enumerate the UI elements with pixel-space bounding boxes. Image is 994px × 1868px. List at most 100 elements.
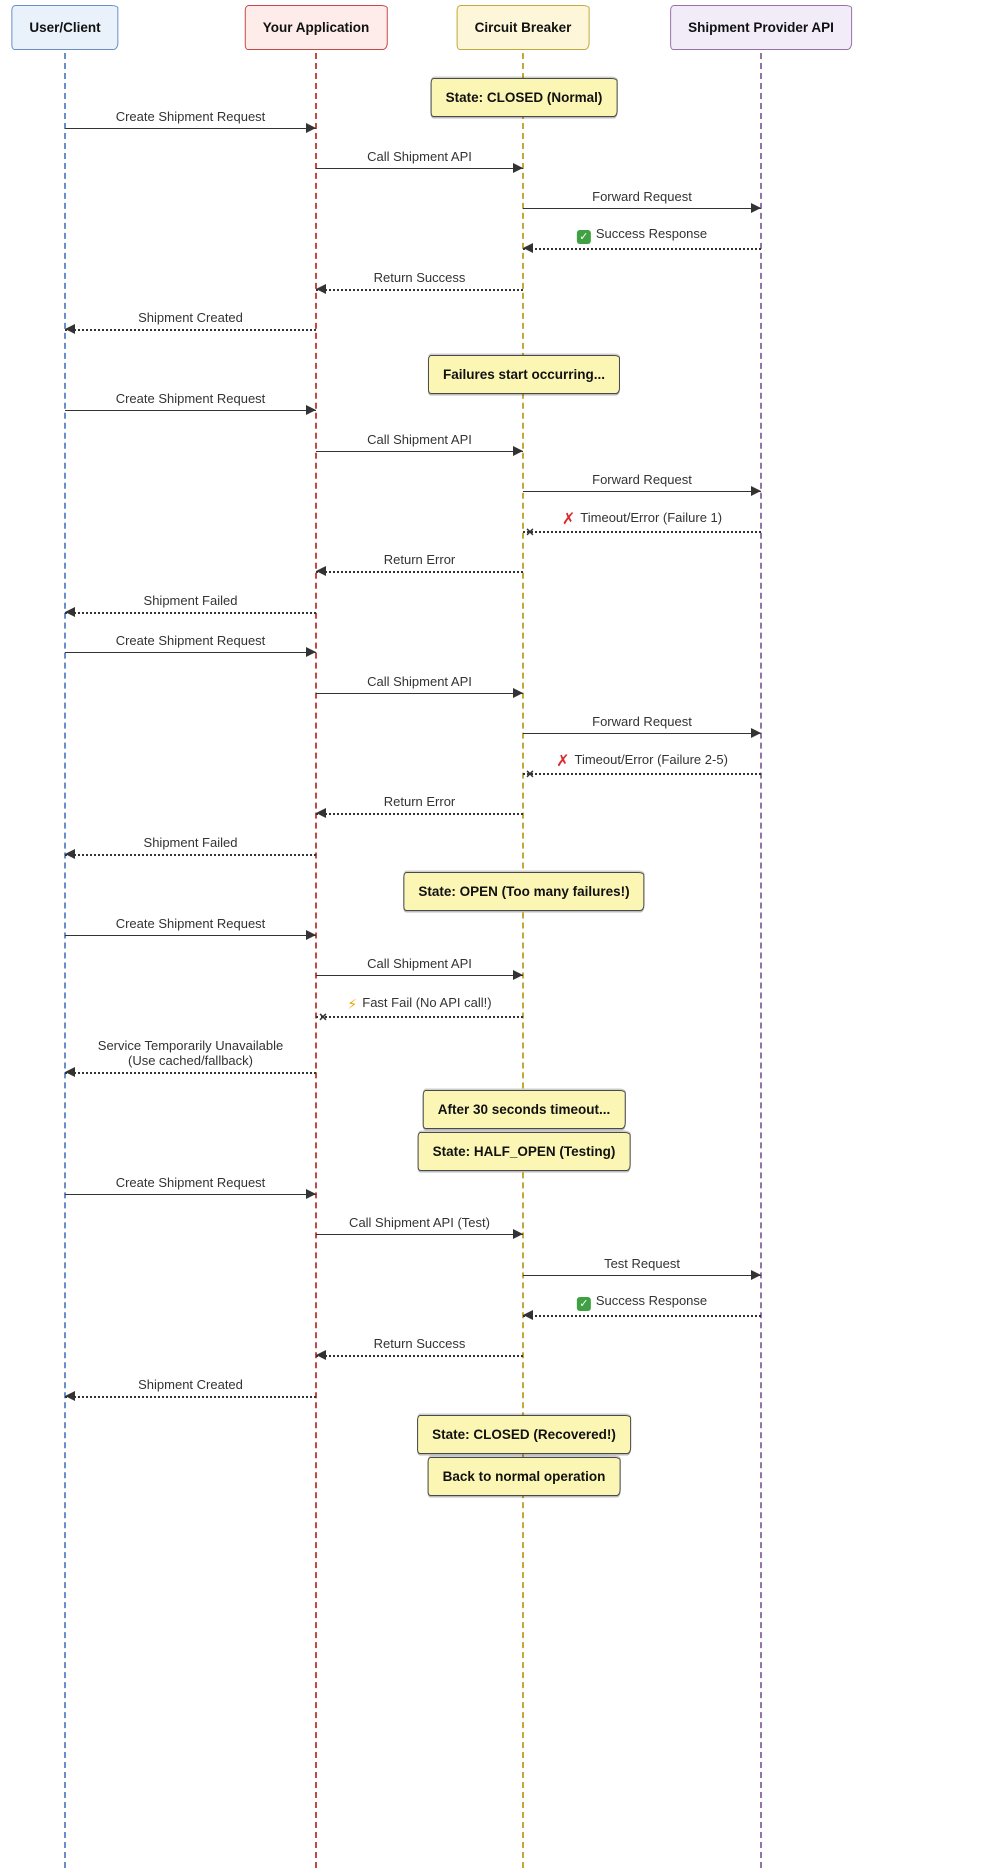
state-note: State: CLOSED (Recovered!)	[417, 1415, 631, 1454]
arrowhead-icon	[65, 849, 75, 859]
message-text: Shipment Failed	[143, 593, 238, 608]
message-label: Test Request	[604, 1256, 680, 1271]
message-line	[523, 491, 761, 492]
message-label: Create Shipment Request	[116, 916, 266, 931]
lifeline-cb	[522, 53, 524, 1868]
message-label: Shipment Created	[138, 1377, 243, 1392]
message-line	[65, 410, 316, 411]
message-line	[523, 531, 761, 533]
message-line	[316, 1016, 523, 1018]
message-text: Create Shipment Request	[115, 1175, 266, 1190]
message-line	[316, 1234, 523, 1235]
message-line	[523, 248, 761, 250]
arrowhead-icon	[523, 243, 533, 253]
message-text: Test Request	[604, 1256, 680, 1271]
check-icon: ✓	[576, 1297, 591, 1311]
message-line	[316, 813, 523, 815]
message-label: Return Success	[374, 1336, 466, 1351]
message-line	[65, 1396, 316, 1398]
message-line	[65, 652, 316, 653]
participant-user: User/Client	[11, 5, 119, 50]
arrowhead-icon	[751, 728, 761, 738]
arrowhead-icon	[523, 1310, 533, 1320]
arrowhead-icon	[751, 203, 761, 213]
message-text: Call Shipment API	[367, 432, 472, 447]
message-text: Success Response	[595, 226, 708, 241]
message-text: Call Shipment API (Test)	[349, 1215, 490, 1230]
message-line	[316, 975, 523, 976]
message-label: Return Success	[374, 270, 466, 285]
arrowhead-icon	[513, 1229, 523, 1239]
message-line	[316, 1355, 523, 1357]
message-text: Call Shipment API	[367, 674, 472, 689]
cross-end-icon: ×	[525, 523, 535, 540]
message-line	[65, 1072, 316, 1074]
arrowhead-icon	[316, 808, 326, 818]
message-line	[523, 1275, 761, 1276]
message-label: Create Shipment Request	[116, 633, 266, 648]
arrowhead-icon	[306, 123, 316, 133]
message-label: ✗ Timeout/Error (Failure 2-5)	[556, 752, 728, 770]
message-text: Create Shipment Request	[115, 633, 266, 648]
lifeline-app	[315, 53, 317, 1868]
message-label: Shipment Failed	[144, 835, 238, 850]
arrowhead-icon	[306, 405, 316, 415]
participant-app: Your Application	[244, 5, 388, 50]
message-line	[316, 168, 523, 169]
lifeline-user	[64, 53, 66, 1868]
arrowhead-icon	[306, 930, 316, 940]
message-line	[65, 612, 316, 614]
message-text: Shipment Created	[138, 310, 243, 325]
message-label: ✓ Success Response	[576, 1293, 708, 1311]
message-label: Create Shipment Request	[116, 1175, 266, 1190]
arrowhead-icon	[513, 970, 523, 980]
message-label: ✗Timeout/Error (Failure 1)	[562, 510, 722, 528]
message-text: Success Response	[595, 1293, 708, 1308]
arrowhead-icon	[306, 1189, 316, 1199]
message-text: Return Success	[373, 1336, 466, 1351]
message-line	[316, 693, 523, 694]
message-label: Create Shipment Request	[116, 391, 266, 406]
message-line	[316, 571, 523, 573]
state-note: State: OPEN (Too many failures!)	[403, 872, 645, 911]
message-line	[523, 1315, 761, 1317]
message-label: Shipment Failed	[144, 593, 238, 608]
message-label: Forward Request	[592, 189, 692, 204]
arrowhead-icon	[65, 607, 75, 617]
arrowhead-icon	[513, 688, 523, 698]
message-text: Create Shipment Request	[115, 391, 266, 406]
message-line	[523, 773, 761, 775]
message-text: Timeout/Error (Failure 2-5)	[574, 752, 728, 767]
message-text-line2: (Use cached/fallback)	[127, 1053, 253, 1068]
message-text: Shipment Created	[138, 1377, 243, 1392]
cross-icon: ✗	[556, 753, 570, 770]
message-label: Return Error	[384, 552, 456, 567]
message-label: Shipment Created	[138, 310, 243, 325]
message-label: Call Shipment API (Test)	[349, 1215, 490, 1230]
message-text: Service Temporarily Unavailable	[97, 1038, 284, 1053]
message-label: ✓ Success Response	[576, 226, 708, 244]
message-text: Forward Request	[592, 714, 692, 729]
message-line	[316, 451, 523, 452]
arrowhead-icon	[751, 486, 761, 496]
arrowhead-icon	[316, 1350, 326, 1360]
message-label: Return Error	[384, 794, 456, 809]
message-text: Shipment Failed	[143, 835, 238, 850]
message-text: Create Shipment Request	[115, 109, 266, 124]
message-label: Call Shipment API	[367, 674, 472, 689]
state-note: State: CLOSED (Normal)	[430, 78, 618, 117]
state-note: Failures start occurring...	[427, 355, 621, 394]
message-text: Fast Fail (No API call!)	[362, 995, 492, 1010]
cross-end-icon: ×	[525, 765, 535, 782]
message-text: Return Error	[383, 794, 456, 809]
check-icon: ✓	[576, 230, 591, 244]
message-line	[523, 208, 761, 209]
message-label: Call Shipment API	[367, 432, 472, 447]
participant-provider: Shipment Provider API	[670, 5, 852, 50]
arrowhead-icon	[751, 1270, 761, 1280]
message-label: Call Shipment API	[367, 149, 472, 164]
message-text: Call Shipment API	[367, 149, 472, 164]
message-label: Forward Request	[592, 472, 692, 487]
arrowhead-icon	[306, 647, 316, 657]
